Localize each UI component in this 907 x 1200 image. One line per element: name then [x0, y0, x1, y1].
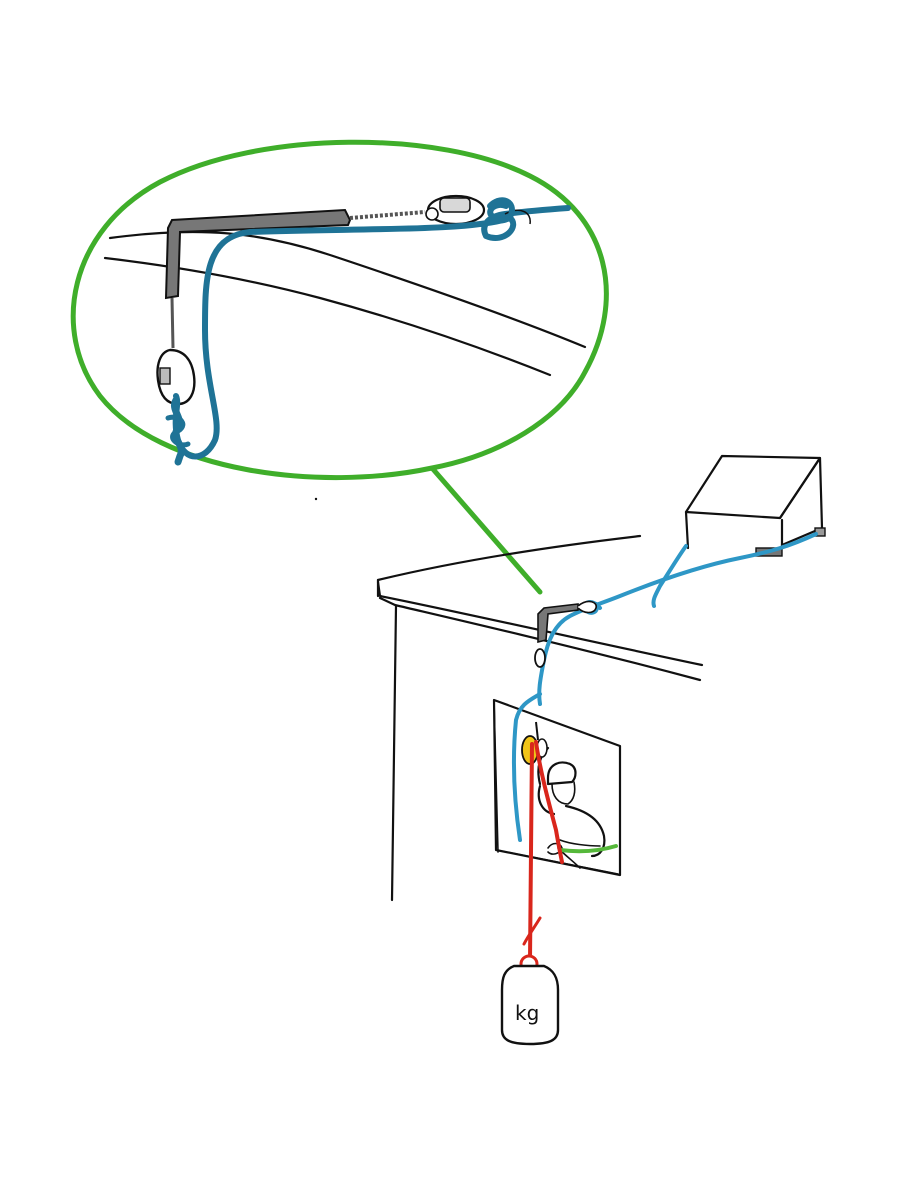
weight-unit-label: kg: [515, 1001, 539, 1025]
detail-callout: [70, 139, 609, 595]
detail-wire-down: [170, 297, 175, 349]
anchor-rope-branch: [651, 544, 688, 608]
detail-edge-protector: [164, 208, 352, 300]
hauling-rope-down: [528, 742, 534, 962]
weight-icon: kg: [500, 954, 560, 1046]
building: [376, 534, 704, 902]
detail-roof-edge-bottom: [103, 256, 552, 377]
edge-protector: [537, 603, 579, 644]
roof-back-edge: [376, 534, 642, 582]
callout-outline: [70, 139, 609, 595]
anchor-ring-scene: [577, 600, 598, 614]
detail-figure-eight-knot: [165, 396, 191, 466]
roof-front-edge-top: [376, 580, 704, 667]
hauling-rope-pull: [534, 740, 564, 864]
detail-rope-outline: [504, 209, 531, 225]
carabiner-icon: [534, 648, 546, 668]
roof-front-edge-bottom: [378, 596, 702, 682]
window: [492, 698, 622, 877]
harness: [558, 844, 618, 854]
anchor-sling-right: [814, 527, 826, 537]
detail-anchor-rope: [172, 205, 571, 460]
anchor-rope-down-window: [511, 692, 542, 842]
building-left-wall: [390, 604, 398, 902]
detail-ring-carabiner: [425, 194, 486, 226]
stray-mark: [314, 497, 318, 501]
detail-wire-sling: [349, 210, 426, 220]
detail-ring-knot: [487, 197, 516, 224]
hauling-rope-tail: [522, 916, 542, 946]
